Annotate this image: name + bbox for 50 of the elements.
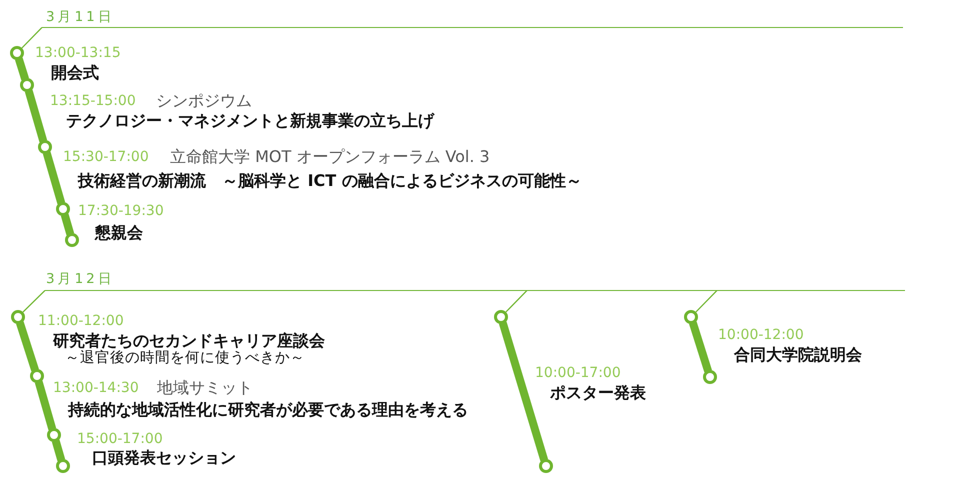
timeline-bar	[16, 321, 39, 372]
session-title: 懇親会	[95, 223, 143, 243]
timeline-bar	[498, 322, 548, 462]
timeline-bar	[24, 90, 48, 142]
timeline-bar	[14, 58, 30, 80]
session-title: 口頭発表セッション	[92, 448, 236, 468]
connector-line	[21, 26, 42, 48]
connector-line	[505, 290, 528, 312]
session-title: 持続的な地域活性化に研究者が必要である理由を考える	[68, 400, 468, 420]
time-range: 17:30-19:30	[78, 202, 164, 220]
time-range: 10:00-12:00	[718, 326, 804, 344]
timeline-stop-marker	[11, 310, 25, 324]
timeline-stop-marker	[20, 78, 34, 92]
time-range: 10:00-17:00	[535, 364, 621, 382]
timeline-bar	[42, 152, 66, 204]
connector-line	[22, 290, 46, 313]
timeline-stop-marker	[38, 140, 52, 154]
timeline-stop-marker	[47, 428, 61, 442]
timeline-stop-marker	[56, 459, 70, 473]
timeline-stop-marker	[65, 233, 79, 247]
session-title: 研究者たちのセカンドキャリア座談会	[53, 331, 325, 350]
timeline-stop-marker	[56, 202, 70, 216]
timeline-bar	[60, 214, 74, 236]
timeline-bar	[34, 380, 56, 430]
timeline-stop-marker	[494, 310, 508, 324]
session-title: 開会式	[51, 63, 99, 83]
time-range: 15:30-17:00	[63, 148, 149, 166]
time-range: 13:15-15:00	[50, 92, 136, 110]
timeline-stop-marker	[703, 370, 717, 384]
time-range: 15:00-17:00	[77, 430, 163, 448]
connector-line	[695, 290, 718, 312]
date-label: 3月11日	[46, 9, 115, 26]
session-title: ポスター発表	[550, 383, 646, 403]
session-title: 合同大学院説明会	[734, 345, 862, 365]
timeline-stop-marker	[539, 459, 553, 473]
timeline-stop-marker	[30, 369, 44, 383]
time-range: 13:00-13:15	[35, 44, 121, 62]
date-label: 3月12日	[46, 271, 115, 288]
timeline-stop-marker	[10, 46, 24, 60]
time-range: 13:00-14:30	[53, 380, 139, 396]
session-title: 技術経営の新潮流 ～脳科学と ICT の融合によるビジネスの可能性～	[78, 171, 582, 191]
timeline-stop-marker	[684, 310, 698, 324]
session-category: 立命館大学 MOT オープンフォーラム Vol. 3	[170, 147, 490, 167]
session-title: テクノロジー・マネジメントと新規事業の立ち上げ	[66, 111, 434, 131]
session-subtitle: ～退官後の時間を何に使うべきか～	[65, 350, 305, 368]
session-category: 地域サミット	[157, 378, 253, 398]
session-category: シンポジウム	[156, 91, 252, 111]
timeline-bar	[689, 322, 712, 372]
timeline-bar	[52, 440, 66, 462]
time-range: 11:00-12:00	[38, 312, 124, 330]
